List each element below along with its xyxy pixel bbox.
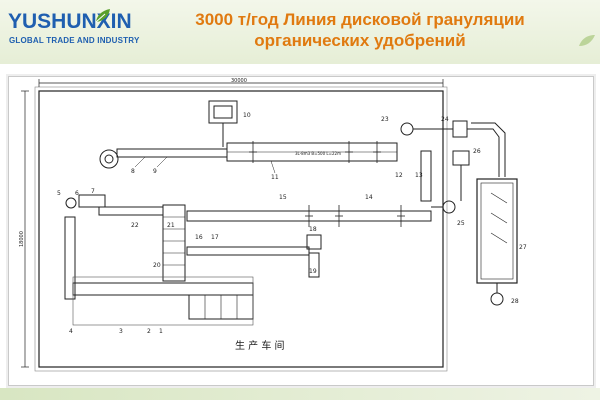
- callout-6: 6: [75, 190, 79, 197]
- leaf-icon: [95, 9, 110, 23]
- equipment-10-hopper: [208, 100, 238, 124]
- equipment-27-tank: [476, 178, 518, 284]
- page-title: 3000 т/год Линия дисковой грануляции орг…: [150, 9, 570, 51]
- workshop-wall: [38, 90, 444, 368]
- equipment-24-cyclone: [452, 120, 468, 138]
- conveyor-17: [186, 246, 310, 256]
- footer-band: [0, 388, 600, 400]
- conveyor-supports-upper: [249, 141, 381, 163]
- callout-1: 1: [159, 328, 163, 335]
- callout-25: 25: [457, 220, 465, 227]
- conveyor-bottom: [72, 282, 254, 296]
- bin-dividers: [204, 295, 238, 319]
- callout-12: 12: [395, 172, 403, 179]
- callout-24: 24: [441, 116, 449, 123]
- callout-5: 5: [57, 190, 61, 197]
- equipment-20-screener: [162, 204, 186, 282]
- equipment-18: [306, 234, 322, 250]
- plant-layout-drawing: 30000 18000 10 3L-8m3 B=500 L=22m 8 9 1: [19, 78, 527, 372]
- equipment-6-feeder: [65, 197, 77, 209]
- callout-2: 2: [147, 328, 151, 335]
- callout-27: 27: [519, 244, 527, 251]
- callout-4: 4: [69, 328, 73, 335]
- tank-baffles: [490, 192, 508, 244]
- callout-10: 10: [243, 112, 251, 119]
- callout-21: 21: [167, 222, 175, 229]
- conveyor-supports-middle: [305, 205, 405, 227]
- equipment-23-fan: [400, 122, 414, 136]
- callout-7: 7: [91, 188, 95, 195]
- callout-15: 15: [279, 194, 287, 201]
- conveyor-22: [98, 206, 164, 216]
- equipment-19: [308, 252, 320, 278]
- header-banner: YUSHUNXIN GLOBAL TRADE AND INDUSTRY 3000…: [0, 0, 600, 64]
- dimension-width-label: 30000: [231, 78, 247, 84]
- bin-area: [72, 276, 254, 326]
- callout-13: 13: [415, 172, 423, 179]
- workshop-label: 生 产 车 间: [235, 339, 285, 352]
- callout-8: 8: [131, 168, 135, 175]
- callout-20: 20: [153, 262, 161, 269]
- title-line-1: 3000 т/год Линия дисковой грануляции: [195, 10, 525, 29]
- callout-3: 3: [119, 328, 123, 335]
- layout-drawing-frame: 30000 18000 10 3L-8m3 B=500 L=22m 8 9 1: [8, 76, 594, 386]
- equipment-8-disc: [99, 149, 119, 169]
- screener-mesh: [163, 216, 185, 266]
- callout-23: 23: [381, 116, 389, 123]
- title-line-2: органических удобрений: [254, 31, 466, 50]
- belt-label: 3L-8m3 B=500 L=22m: [295, 151, 341, 156]
- equipment-7: [78, 194, 106, 208]
- callout-14: 14: [365, 194, 373, 201]
- brand-name: YUSHUNXIN: [8, 10, 132, 33]
- equipment-28-pump: [490, 292, 504, 306]
- equipment-25-fan: [442, 200, 456, 214]
- equipment-26-cyclone: [452, 150, 470, 166]
- conveyor-right-vertical: [420, 150, 432, 202]
- company-logo: YUSHUNXIN GLOBAL TRADE AND INDUSTRY: [8, 8, 140, 52]
- callout-18: 18: [309, 226, 317, 233]
- callout-28: 28: [511, 298, 519, 305]
- workshop-outline: [34, 86, 448, 372]
- dimension-height-label: 18000: [19, 231, 25, 247]
- callout-17: 17: [211, 234, 219, 241]
- callout-9: 9: [153, 168, 157, 175]
- brand-tagline: GLOBAL TRADE AND INDUSTRY: [9, 36, 140, 45]
- callout-11: 11: [271, 174, 279, 181]
- callout-16: 16: [195, 234, 203, 241]
- conveyor-upper-left: [116, 148, 228, 158]
- callout-26: 26: [473, 148, 481, 155]
- callout-19: 19: [309, 268, 317, 275]
- corner-leaf-icon: [579, 35, 595, 46]
- conveyor-left-vertical: [64, 216, 76, 300]
- callout-22: 22: [131, 222, 139, 229]
